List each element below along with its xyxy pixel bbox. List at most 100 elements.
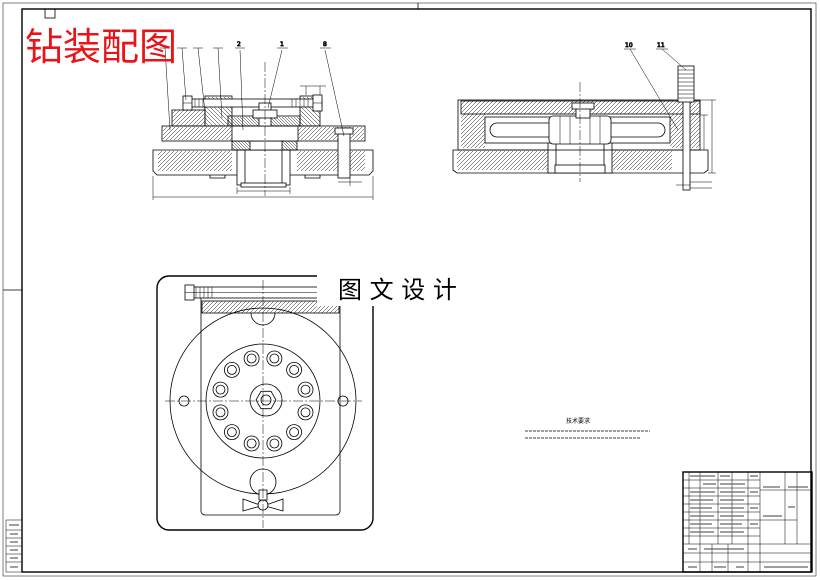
hatch-line — [531, 100, 546, 115]
hatch-line — [535, 100, 550, 115]
hatch-line — [312, 126, 327, 141]
hatch-line — [209, 300, 223, 314]
hatch-line — [664, 162, 673, 171]
hatch-line — [624, 150, 645, 171]
side-body-outline — [457, 99, 701, 151]
hatch-line — [249, 300, 263, 314]
hatch-line — [293, 140, 298, 145]
hatch-line — [460, 100, 470, 110]
hatch-line — [695, 109, 701, 115]
bolt-hole — [297, 404, 314, 421]
locating-pin-head — [334, 127, 354, 135]
hatch-line — [503, 100, 518, 115]
hatch-line — [205, 300, 219, 314]
hatch-line — [246, 140, 251, 145]
side-cam-lines — [559, 116, 601, 144]
hatch-line — [619, 100, 634, 115]
hatch-line — [171, 109, 189, 127]
hatch-line — [162, 126, 168, 132]
hatch-line — [204, 105, 226, 127]
section-hatching — [157, 96, 701, 314]
bolt-hole-bore — [269, 438, 280, 449]
hatch-line — [647, 100, 662, 115]
hatch-line — [628, 150, 649, 171]
side-handle-knob — [677, 65, 695, 103]
hatch-line — [201, 300, 215, 314]
hatch-line — [225, 133, 233, 141]
hatch-line — [305, 300, 319, 314]
hatch-line — [237, 140, 248, 151]
hatch-line — [515, 100, 530, 115]
hatch-line — [460, 121, 486, 147]
hatch-line — [221, 129, 233, 141]
bolt-hole-bore — [226, 427, 237, 438]
hatch-line — [475, 100, 490, 115]
watermark-background — [317, 271, 492, 306]
hatch-line — [489, 150, 510, 171]
side-rod — [682, 99, 691, 191]
front-section-view: 2 1 8 — [152, 41, 374, 200]
hatch-line — [245, 116, 256, 127]
hatch-line — [495, 100, 510, 115]
hatch-line — [523, 100, 538, 115]
hatch-line — [204, 117, 214, 127]
hatch-line — [273, 300, 287, 314]
hatch-line — [352, 128, 365, 141]
hatch-line — [201, 300, 211, 310]
side-dimension-lines — [676, 99, 716, 189]
hatch-line — [525, 150, 546, 171]
hatch-line — [333, 307, 340, 314]
hatch-line — [316, 126, 331, 141]
hatch-line — [233, 116, 244, 127]
hatch-line — [308, 126, 323, 141]
hatch-line — [157, 150, 171, 164]
side-leader-lines — [624, 48, 687, 131]
bolt-hole-bore — [300, 407, 311, 418]
hatch-line — [272, 116, 283, 127]
base-outline — [152, 149, 374, 176]
title-block-outline — [682, 471, 813, 573]
hatch-line — [296, 116, 301, 121]
hatch-line — [225, 300, 239, 314]
hatch-line — [297, 300, 311, 314]
hatch-line — [627, 100, 642, 115]
hatch-line — [659, 100, 674, 115]
hatch-line — [603, 100, 618, 115]
hatch-line — [470, 133, 486, 149]
hatch-line — [501, 150, 522, 171]
hatch-line — [213, 126, 228, 141]
hatch-line — [234, 140, 245, 151]
top-view — [156, 275, 374, 531]
hatch-line — [231, 143, 239, 151]
hatch-line — [209, 126, 224, 141]
hatch-line — [519, 100, 534, 115]
hatch-line — [466, 129, 486, 149]
hatch-line — [261, 300, 275, 314]
hatch-line — [469, 150, 490, 171]
hatch-line — [632, 150, 653, 171]
hatch-line — [611, 150, 621, 160]
title-block — [682, 471, 813, 573]
hatch-line — [213, 152, 233, 172]
hatch-line — [183, 109, 201, 127]
hatch-line — [257, 300, 271, 314]
bolt-hole-bore — [246, 438, 257, 449]
hatch-line — [289, 300, 303, 314]
hatch-line — [299, 117, 309, 127]
hatch-line — [460, 113, 466, 119]
hatch-line — [227, 116, 238, 127]
hatch-line — [217, 156, 233, 172]
title-block-grid — [683, 472, 812, 572]
hatch-line — [227, 122, 232, 127]
hatch-line — [189, 150, 211, 172]
hatch-line — [293, 300, 307, 314]
center-hex-nut — [255, 390, 277, 410]
hatch-line — [691, 105, 701, 115]
hatch-line — [265, 300, 279, 314]
hatch-line — [660, 158, 673, 171]
bolt-hole — [266, 435, 283, 452]
hatch-line — [284, 140, 295, 151]
hatch-line — [157, 150, 175, 168]
